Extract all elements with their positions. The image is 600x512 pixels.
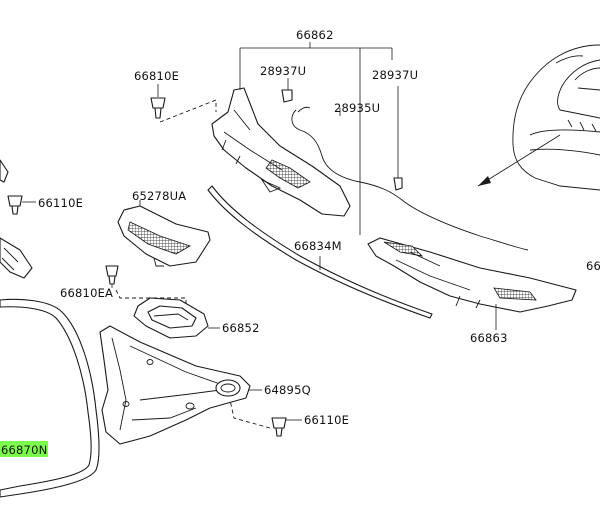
label-66110E-left: 66110E [38, 196, 83, 210]
left-fragment-upper [0, 159, 33, 279]
vehicle-outline [477, 44, 600, 191]
cowl-cover-66862 [211, 42, 393, 235]
clip-66110E-bottom [229, 399, 302, 437]
label-66834M: 66834M [294, 239, 342, 253]
label-66810EA: 66810EA [60, 286, 113, 300]
label-28937U-right: 28937U [372, 68, 418, 82]
cover-65278UA [117, 200, 211, 267]
clip-66810EA [105, 265, 187, 306]
clip-66110E-left [7, 195, 36, 215]
washer-nozzle-right-28937U [393, 86, 403, 191]
label-66110E-bottom: 66110E [304, 413, 349, 427]
label-66-right: 66 [586, 259, 600, 273]
label-66852: 66852 [222, 321, 260, 335]
label-66863: 66863 [470, 331, 508, 345]
label-66870N: 66870N [1, 443, 47, 457]
highlight-box [0, 441, 48, 457]
label-64895Q: 64895Q [264, 383, 311, 397]
washer-nozzle-left-28937U [281, 78, 293, 103]
washer-tube-28935U [291, 106, 529, 251]
label-28937U-left: 28937U [260, 64, 306, 78]
panel-64895Q [99, 325, 262, 445]
seal-strip-66834M [207, 185, 433, 319]
seal-66852 [133, 297, 220, 339]
label-66810E: 66810E [134, 69, 179, 83]
clip-66810E [150, 84, 217, 123]
cowl-cover-66863 [367, 237, 577, 330]
label-28935U: 28935U [334, 101, 380, 115]
label-66862: 66862 [296, 28, 334, 42]
label-65278UA: 65278UA [132, 189, 186, 203]
weatherstrip-66870N [0, 298, 100, 498]
